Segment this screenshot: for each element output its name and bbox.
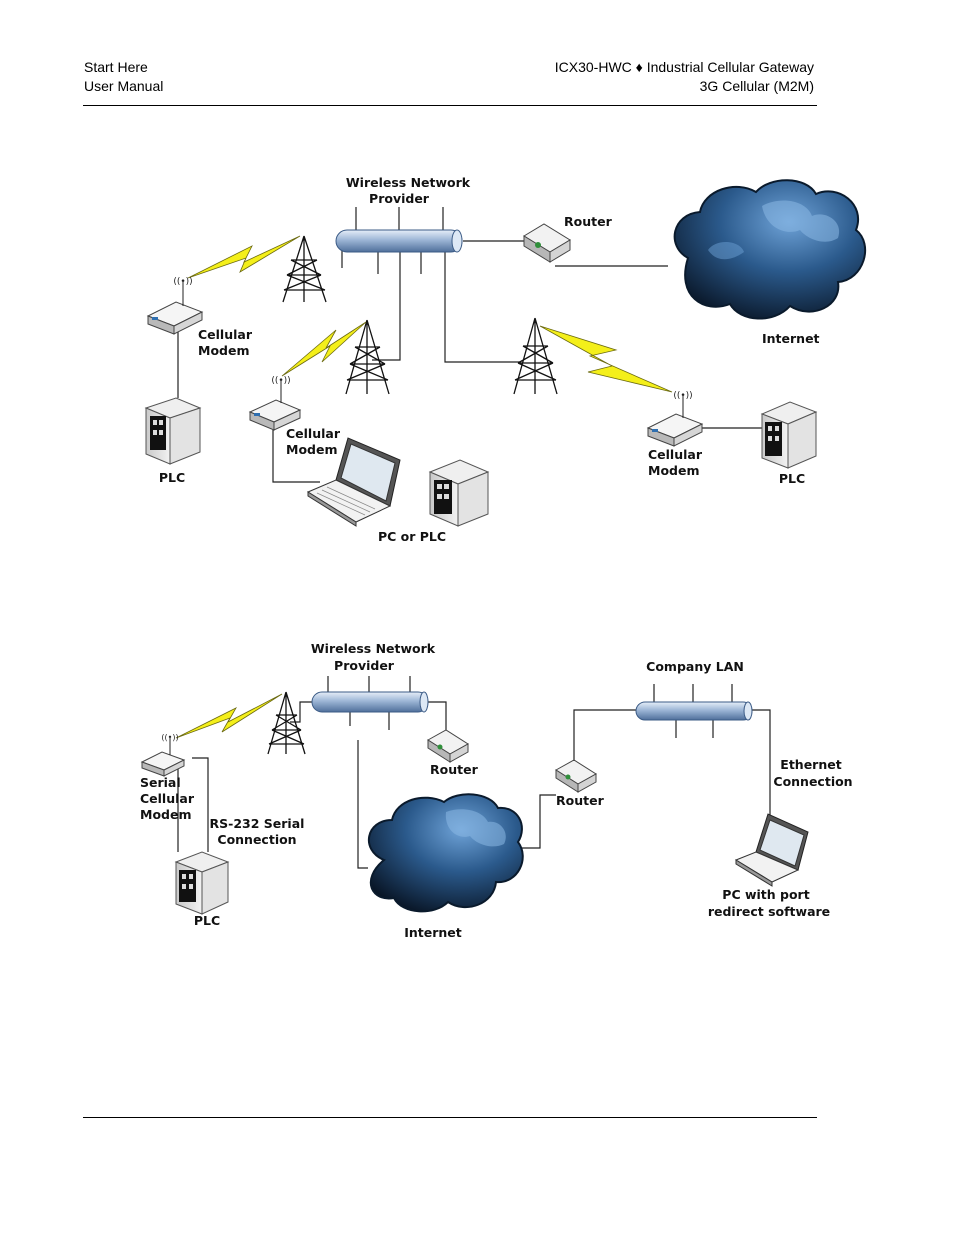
- modem-mid-label-line1: Cellular: [286, 426, 341, 441]
- header-section: Start Here: [84, 59, 148, 75]
- serial-cellular-modem-icon: ((•)): [140, 733, 186, 777]
- internet-label: Internet: [762, 331, 820, 346]
- router-icon: [523, 223, 571, 263]
- ethernet-label-line2: Connection: [773, 774, 852, 789]
- plc-right-label: PLC: [779, 471, 805, 486]
- cell-tower-icon: [282, 235, 327, 303]
- plc2-label: PLC: [194, 913, 220, 928]
- network-diagram-cellular-modems: ((•)) ((•)) ((•)): [144, 175, 866, 544]
- cell-tower-icon: [267, 691, 306, 755]
- company-lan-bus: [635, 684, 753, 738]
- page-header-left: Start Here User Manual: [84, 58, 163, 96]
- laptop-icon: [306, 437, 401, 527]
- provider-label-line1: Wireless Network: [346, 175, 471, 190]
- cellular-modem-icon: ((•)): [248, 376, 302, 431]
- provider2-label-line2: Provider: [334, 658, 395, 673]
- pc-or-plc-label: PC or PLC: [378, 529, 446, 544]
- internet-cloud-icon: [673, 179, 866, 320]
- cell-tower-icon: [513, 317, 558, 395]
- router-left-label: Router: [430, 762, 479, 777]
- wireless-link-icon: [187, 235, 673, 393]
- rs232-label-line1: RS-232 Serial: [210, 816, 305, 831]
- router-label: Router: [564, 214, 613, 229]
- header-product: ICX30-HWC ♦ Industrial Cellular Gateway: [554, 59, 814, 75]
- cellular-modem-icon: ((•)): [146, 277, 204, 335]
- svg-text:((•)): ((•)): [173, 277, 192, 287]
- serial-modem-label-line3: Modem: [140, 807, 191, 822]
- modem-left-label-line2: Modem: [198, 343, 249, 358]
- footer-rule: [83, 1117, 817, 1118]
- modem-left-label-line1: Cellular: [198, 327, 253, 342]
- serial-modem-label-line1: Serial: [140, 775, 181, 790]
- svg-text:((•)): ((•)): [673, 391, 692, 401]
- modem-right-label-line1: Cellular: [648, 447, 703, 462]
- pc-label-line2: redirect software: [708, 904, 830, 919]
- cell-tower-icon: [345, 319, 390, 395]
- router-right-label: Router: [556, 793, 605, 808]
- wireless-link-icon: [175, 693, 283, 739]
- modem-mid-label-line2: Modem: [286, 442, 337, 457]
- router-icon: [555, 759, 597, 793]
- header-doc-type: User Manual: [84, 78, 164, 94]
- ethernet-label-line1: Ethernet: [780, 757, 841, 772]
- page-header-right: ICX30-HWC ♦ Industrial Cellular Gateway …: [555, 58, 814, 96]
- pc-label-line1: PC with port: [722, 887, 809, 902]
- plc-icon: [760, 401, 818, 469]
- company-lan-label: Company LAN: [646, 659, 744, 674]
- provider2-label-line1: Wireless Network: [311, 641, 436, 656]
- plc-left-label: PLC: [159, 470, 185, 485]
- header-subtitle: 3G Cellular (M2M): [699, 78, 814, 94]
- header-rule: [83, 105, 817, 106]
- modem-right-label-line2: Modem: [648, 463, 699, 478]
- internet2-label: Internet: [404, 925, 462, 940]
- rs232-label-line2: Connection: [217, 832, 296, 847]
- plc-icon: [144, 397, 202, 465]
- cellular-modem-icon: ((•)): [646, 391, 704, 447]
- svg-text:((•)): ((•)): [271, 376, 290, 386]
- serial-modem-label-line2: Cellular: [140, 791, 195, 806]
- plc-icon: [428, 459, 490, 527]
- plc-icon: [174, 851, 230, 915]
- internet-cloud-icon: [367, 793, 524, 913]
- provider-label-line2: Provider: [369, 191, 430, 206]
- laptop-icon: [734, 813, 809, 887]
- provider-bus-2: [311, 676, 429, 730]
- provider-bus-1: [335, 207, 463, 274]
- svg-text:((•)): ((•)): [161, 733, 178, 742]
- network-diagram-serial-redirect: ((•)) Wireless Network Provider Company …: [140, 641, 853, 940]
- router-icon: [427, 729, 469, 763]
